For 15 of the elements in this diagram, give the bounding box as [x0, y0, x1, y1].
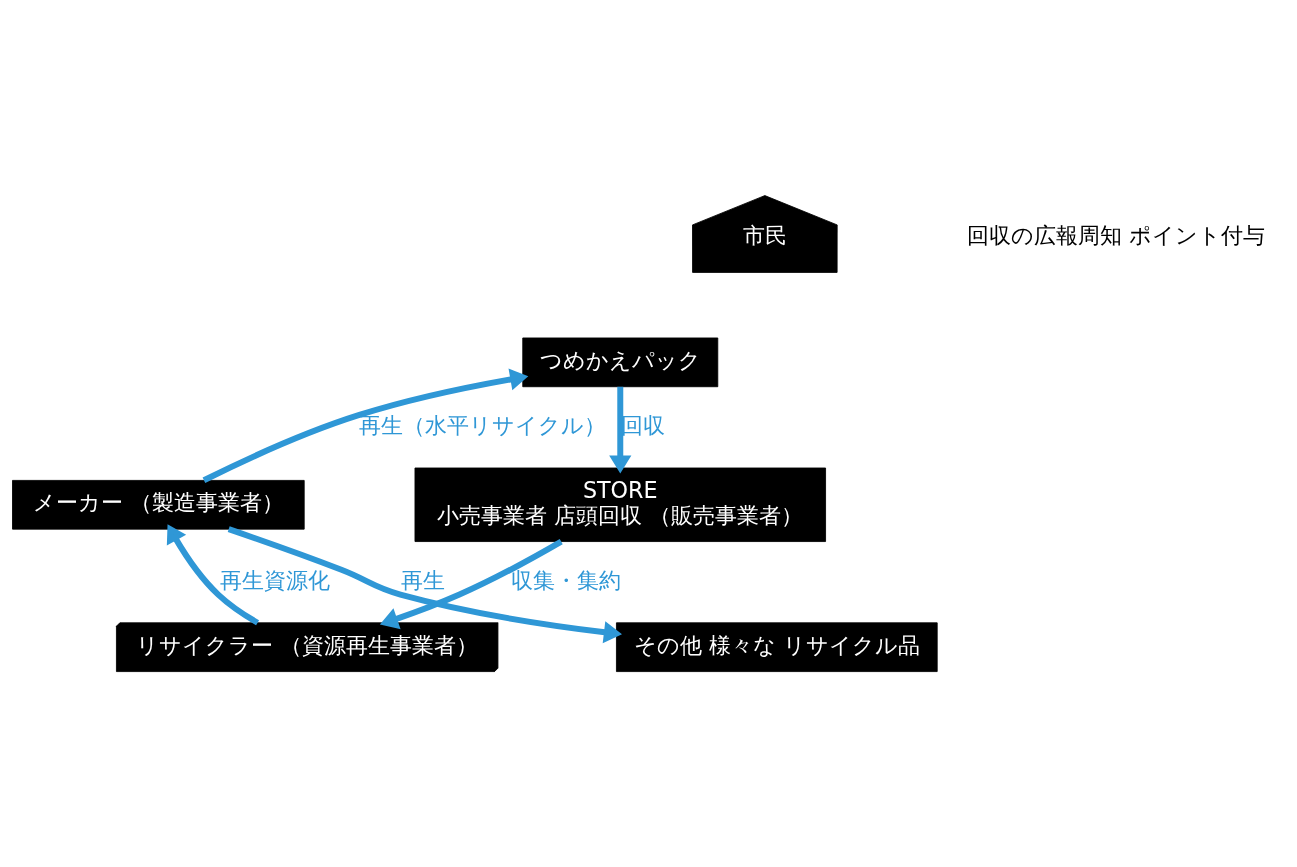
arrow — [609, 386, 632, 474]
label: 回収の広報周知 ポイント付与 — [967, 222, 1266, 249]
node-box: つめかえパック — [522, 337, 719, 388]
edge-label: 再生（水平リサイクル） — [359, 411, 607, 438]
arrow — [227, 526, 622, 644]
arrow — [202, 368, 529, 483]
node-box: メーカー （製造事業者） — [12, 479, 305, 530]
edge-label: 回収 — [620, 411, 665, 438]
edge-label: 収集・集約 — [510, 566, 621, 593]
edge-label: 再生資源化 — [219, 566, 330, 593]
node-box: その他 様々な リサイクル品 — [616, 622, 938, 672]
arrow — [166, 524, 260, 626]
node-box: STORE 小売事業者 店頭回収 （販売事業者） — [414, 467, 826, 542]
arrow — [379, 539, 563, 630]
edge-label: 再生 — [401, 566, 446, 593]
